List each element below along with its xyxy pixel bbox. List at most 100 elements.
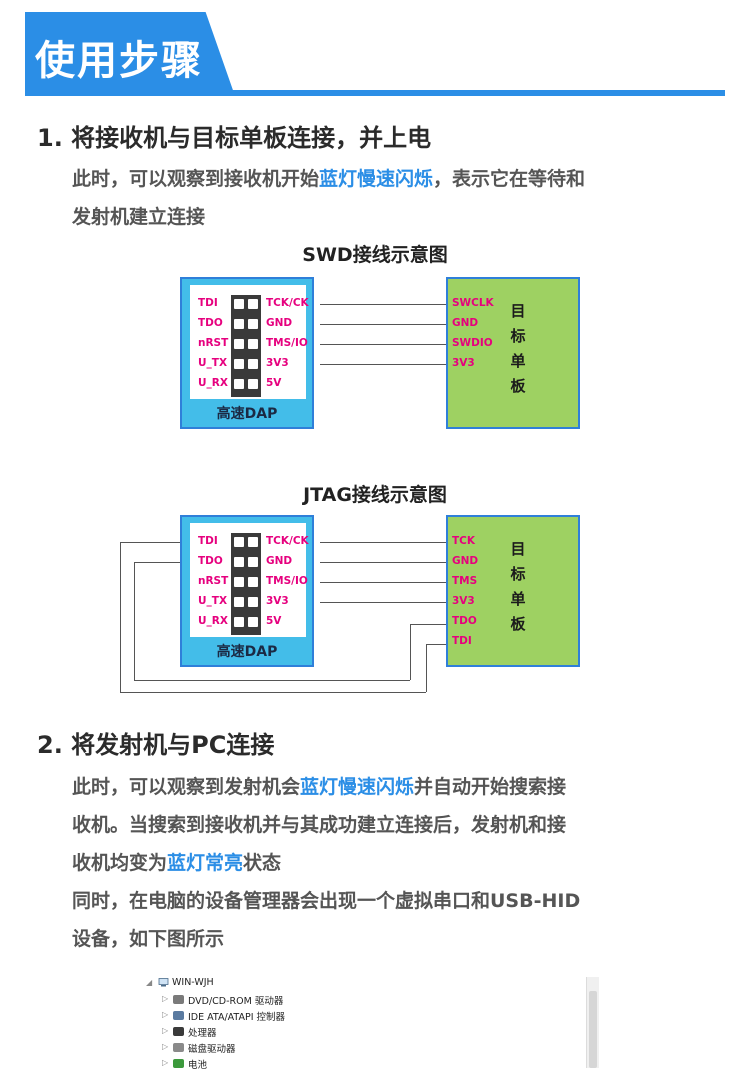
banner-tab [25,12,235,96]
device-root-label[interactable]: WIN-WJH [172,977,214,988]
step2-heading: 2. 将发射机与PC连接 [37,731,275,759]
swd-board-name: 目标单板 [508,299,528,399]
jtag-header-pin-4-1 [248,617,258,627]
jtag-header-pin-1-0 [234,557,244,567]
jtag-tdo-wire-c [134,680,410,681]
swd-header-pin-4-0 [234,379,244,389]
step1-line1: 此时，可以观察到接收机开始蓝灯慢速闪烁，表示它在等待和 [72,160,585,198]
swd-pin-left-0: TDI [198,297,218,309]
swd-diagram-title: SWD接线示意图 [302,244,448,266]
step1-line1-pre: 此时，可以观察到接收机开始 [72,168,320,190]
jtag-board-pin-5: TDI [452,635,472,647]
step2-line3-post: 状态 [243,852,282,874]
step1-heading: 1. 将接收机与目标单板连接，并上电 [37,124,432,152]
device-category-4[interactable]: 电池 [188,1060,208,1071]
swd-pin-left-3: U_TX [198,357,228,369]
step2-paragraph: 此时，可以观察到发射机会蓝灯慢速闪烁并自动开始搜索接 收机。当搜索到接收机并与其… [72,768,580,958]
jtag-pin-left-0: TDI [198,535,218,547]
step1-line2: 发射机建立连接 [72,206,206,228]
device-manager-tree: ◢ WIN-WJH ▷ DVD/CD-ROM 驱动器 ▷ IDE ATA/ATAPI … [140,975,600,1071]
swd-wire-0 [320,304,446,305]
jtag-board-name-char-3: 板 [510,615,526,633]
expand-arrow-icon[interactable]: ▷ [162,994,169,1003]
banner-underline [25,90,725,96]
jtag-tdi-wire-b [120,542,121,692]
swd-wire-3 [320,364,446,365]
jtag-wire-0 [320,542,446,543]
jtag-board-name-char-0: 目 [510,540,526,558]
swd-header-pin-2-0 [234,339,244,349]
jtag-tdi-wire-e [426,644,446,645]
banner-title: 使用步骤 [35,38,203,84]
expand-arrow-icon[interactable]: ▷ [162,1010,169,1019]
jtag-pin-right-3: 3V3 [266,595,289,607]
battery-icon [173,1059,184,1068]
collapse-arrow-icon[interactable]: ◢ [146,978,153,987]
swd-header-pin-1-0 [234,319,244,329]
scrollbar[interactable] [586,977,599,1068]
step2-line2: 收机。当搜索到接收机并与其成功建立连接后，发射机和接 [72,814,567,836]
swd-header-pin-3-0 [234,359,244,369]
device-category-0[interactable]: DVD/CD-ROM 驱动器 [188,996,284,1007]
jtag-tdo-wire-b [134,562,135,680]
jtag-diagram-title: JTAG接线示意图 [303,484,447,506]
swd-board-pin-3: 3V3 [452,357,475,369]
section-banner: 使用步骤 [25,12,725,96]
jtag-pin-right-1: GND [266,555,293,567]
jtag-tdo-wire-e [410,624,446,625]
jtag-header-pin-0-0 [234,537,244,547]
swd-pin-left-4: U_RX [198,377,228,389]
step1-highlight: 蓝灯慢速闪烁 [319,168,434,190]
expand-arrow-icon[interactable]: ▷ [162,1058,169,1067]
swd-board-pin-2: SWDIO [452,337,493,349]
jtag-header-pin-3-1 [248,597,258,607]
jtag-tdo-wire-d [410,624,411,680]
step2-highlight-blink: 蓝灯慢速闪烁 [300,776,415,798]
device-category-2[interactable]: 处理器 [188,1028,217,1039]
computer-icon [158,978,169,987]
swd-pin-right-4: 5V [266,377,282,389]
swd-pin-right-2: TMS/IO [266,337,308,349]
jtag-pin-right-2: TMS/IO [266,575,308,587]
swd-board-name-char-2: 单 [510,352,526,370]
swd-board-pin-1: GND [452,317,479,329]
jtag-pin-left-3: U_TX [198,595,228,607]
jtag-board-pin-2: TMS [452,575,478,587]
swd-header-pin-2-1 [248,339,258,349]
scrollbar-thumb[interactable] [589,991,597,1068]
jtag-tdi-wire-c [120,692,426,693]
step2-line1-pre: 此时，可以观察到发射机会 [72,776,301,798]
step2-line3-pre: 收机均变为 [72,852,168,874]
jtag-tdi-wire-a [120,542,180,543]
dvd-drive-icon [173,995,184,1004]
swd-wire-2 [320,344,446,345]
jtag-board-pin-4: TDO [452,615,477,627]
swd-board-name-char-1: 标 [510,327,526,345]
ide-controller-icon [173,1011,184,1020]
jtag-header-pin-3-0 [234,597,244,607]
swd-target-board: SWCLK GND SWDIO 3V3 目标单板 [446,277,580,429]
device-category-3[interactable]: 磁盘驱动器 [188,1044,236,1055]
jtag-pin-right-0: TCK/CK [266,535,309,547]
jtag-tdi-wire-d [426,644,427,692]
jtag-wire-3 [320,602,446,603]
swd-header-pin-0-0 [234,299,244,309]
jtag-board-pin-1: GND [452,555,479,567]
expand-arrow-icon[interactable]: ▷ [162,1042,169,1051]
step2-line3: 收机均变为蓝灯常亮状态 [72,844,580,882]
device-category-1[interactable]: IDE ATA/ATAPI 控制器 [188,1012,286,1023]
jtag-header-pin-2-1 [248,577,258,587]
jtag-dap-label: 高速DAP [216,644,278,660]
jtag-board-pin-0: TCK [452,535,476,547]
swd-board-pin-0: SWCLK [452,297,494,309]
jtag-header-pin-1-1 [248,557,258,567]
swd-pin-right-0: TCK/CK [266,297,309,309]
expand-arrow-icon[interactable]: ▷ [162,1026,169,1035]
jtag-pin-left-4: U_RX [198,615,228,627]
jtag-header-pin-0-1 [248,537,258,547]
jtag-board-name: 目标单板 [508,537,528,637]
